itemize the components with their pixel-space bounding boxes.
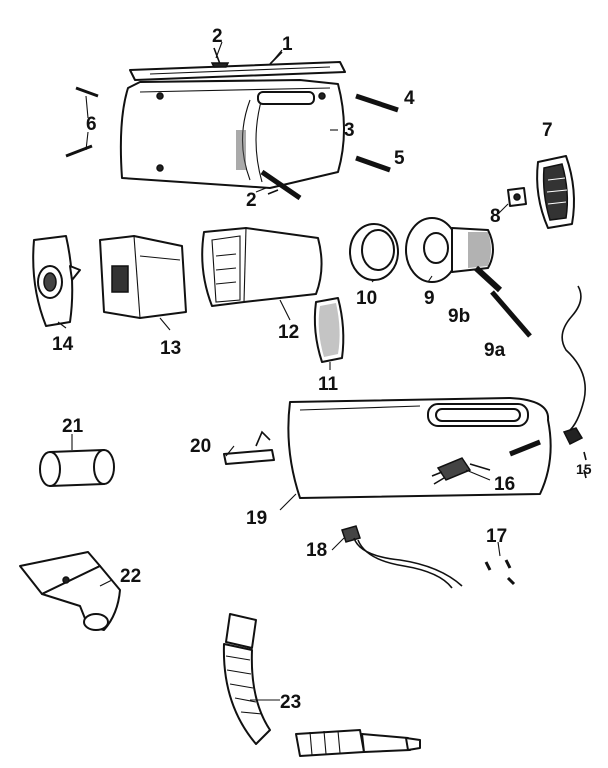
part-9a-brush (490, 290, 532, 338)
label-15: 15 (576, 461, 592, 477)
part-2-screw-top (210, 47, 230, 68)
leader-lines (57, 41, 509, 701)
label-23: 23 (280, 692, 301, 713)
part-22-floor-tool (19, 551, 121, 631)
label-22: 22 (120, 566, 141, 587)
label-3: 3 (344, 120, 355, 141)
label-19: 19 (246, 508, 267, 529)
part-19-lower-housing (287, 397, 552, 499)
part-16-switch (431, 439, 541, 485)
part-17-screws (484, 559, 516, 586)
label-9: 9 (424, 288, 435, 309)
part-12-bag-housing (201, 227, 323, 307)
part-2-screw-bottom (260, 169, 302, 201)
part-21-cylinder (39, 449, 115, 487)
part-9-motor (405, 217, 494, 283)
label-18: 18 (306, 540, 327, 561)
label-6: 6 (86, 114, 97, 135)
part-6-pins (65, 86, 99, 158)
part-4-rod (355, 93, 399, 113)
part-10-filter-ring (349, 223, 399, 281)
part-18-cord-connector (341, 525, 463, 589)
label-7: 7 (542, 120, 553, 141)
part-1-top-strip (129, 51, 346, 81)
part-5-rod (355, 155, 391, 173)
label-5: 5 (394, 148, 405, 169)
label-9a: 9a (484, 340, 506, 361)
label-2-top: 2 (212, 26, 223, 47)
part-13-dust-bag (99, 235, 187, 319)
part-3-upper-housing (119, 79, 345, 189)
part-15-screws (583, 451, 587, 479)
label-12: 12 (278, 322, 299, 343)
label-21: 21 (62, 416, 84, 437)
label-2-bottom: 2 (246, 190, 257, 211)
part-labels: 2 1 4 6 3 7 5 2 8 10 9 9b 12 14 13 9a 11… (52, 26, 592, 713)
label-13: 13 (160, 338, 181, 359)
label-9b: 9b (448, 306, 470, 327)
label-14: 14 (52, 334, 74, 355)
label-1: 1 (282, 34, 293, 55)
part-20-bracket (223, 430, 275, 465)
label-8: 8 (490, 206, 501, 227)
label-16: 16 (494, 474, 515, 495)
part-11-foam-filter (313, 297, 345, 363)
power-cord (561, 285, 586, 446)
label-11: 11 (318, 374, 339, 395)
part-23-hose (222, 613, 421, 757)
label-17: 17 (486, 526, 507, 547)
part-14-bag-cover (32, 235, 81, 327)
part-9b-brush (473, 265, 503, 293)
label-20: 20 (190, 436, 211, 457)
label-10: 10 (356, 288, 377, 309)
part-8-clip (507, 187, 527, 207)
label-4: 4 (404, 88, 415, 109)
part-7-grille-cover (536, 155, 575, 229)
